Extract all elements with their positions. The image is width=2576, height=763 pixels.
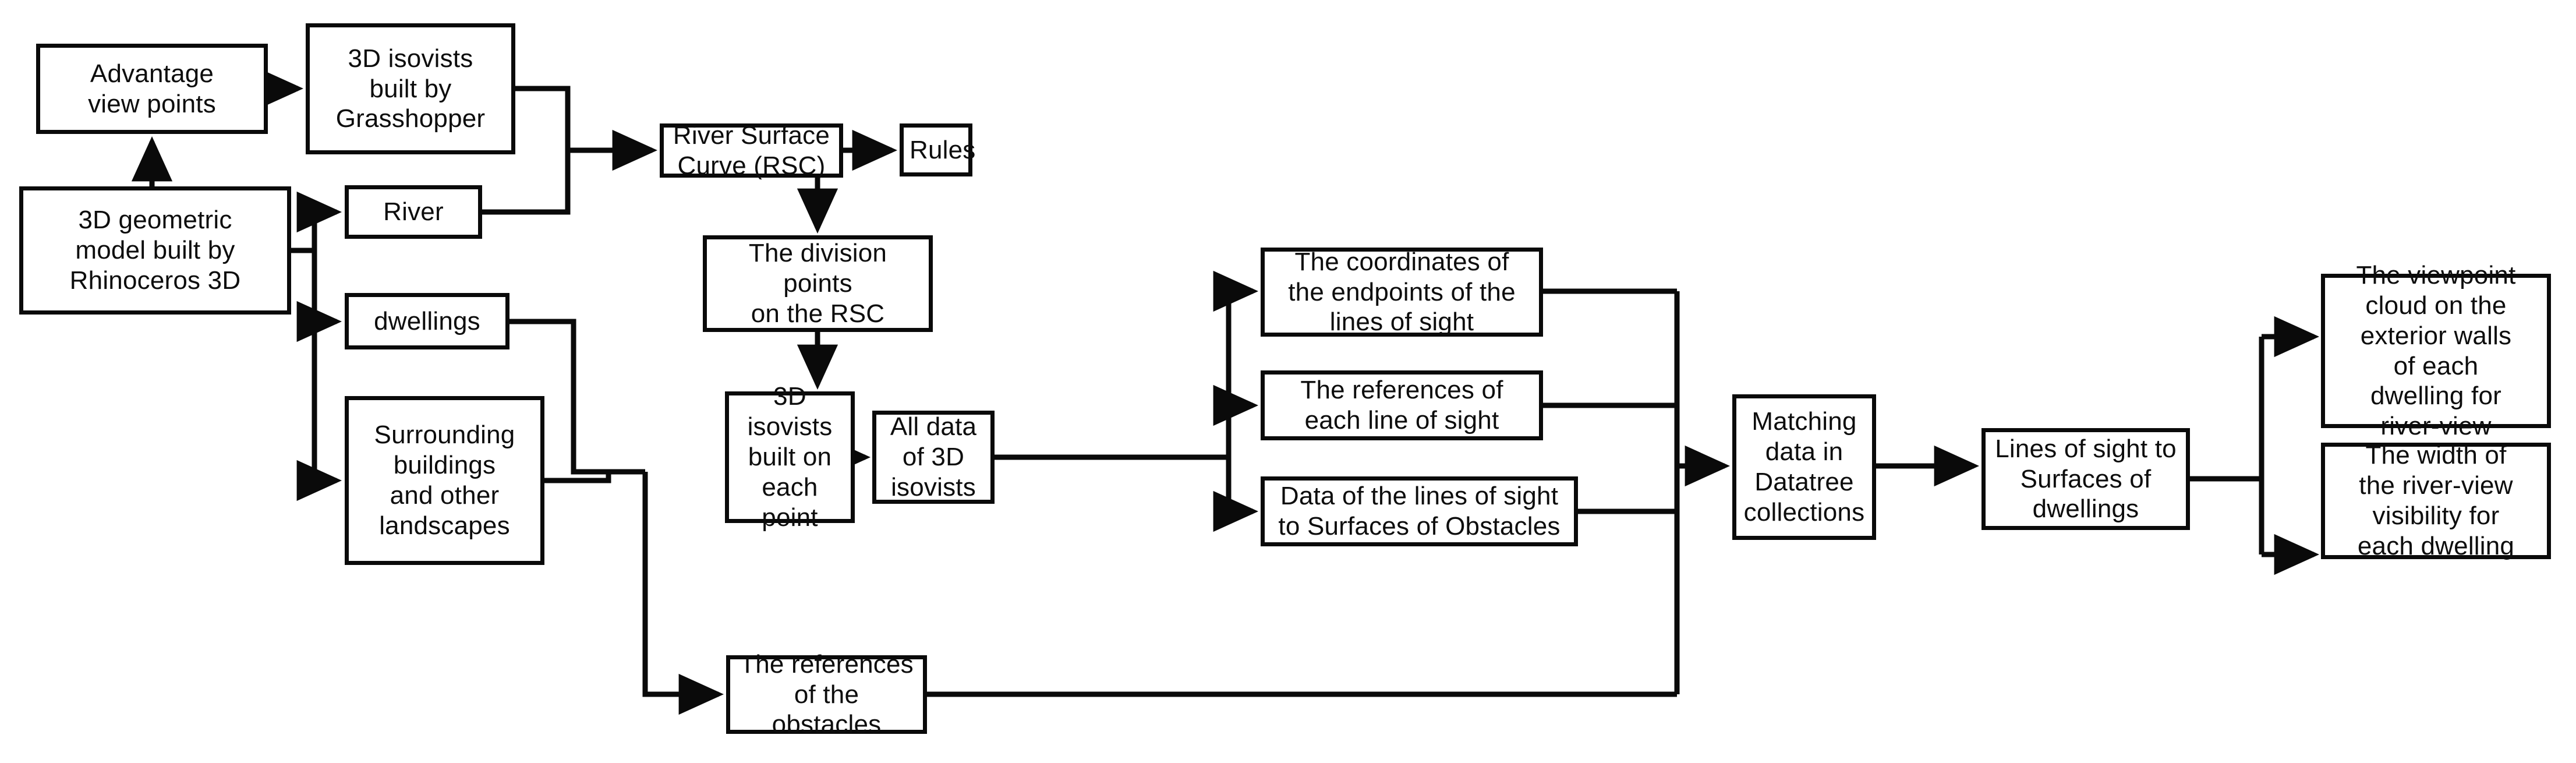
connector-river-to-rsc bbox=[482, 150, 571, 215]
connector-isovists-to-rsc bbox=[515, 86, 658, 171]
node-river-surface-curve[interactable]: River Surface Curve (RSC) bbox=[660, 121, 843, 180]
node-dwellings[interactable]: dwellings bbox=[345, 293, 509, 349]
node-label-dwellings: dwellings bbox=[374, 306, 480, 335]
connector-geometric-trunk bbox=[291, 212, 317, 253]
node-river[interactable]: River bbox=[345, 185, 482, 239]
connector-surrounding-to-obstacles-ref bbox=[544, 472, 611, 483]
node-label-rules: Rules bbox=[910, 135, 976, 164]
node-label-river: River bbox=[383, 197, 444, 227]
node-rules[interactable]: Rules bbox=[900, 123, 976, 176]
connector-obstacles-bus-down bbox=[642, 472, 724, 715]
node-label-river-surface-curve: River Surface Curve (RSC) bbox=[673, 121, 830, 180]
